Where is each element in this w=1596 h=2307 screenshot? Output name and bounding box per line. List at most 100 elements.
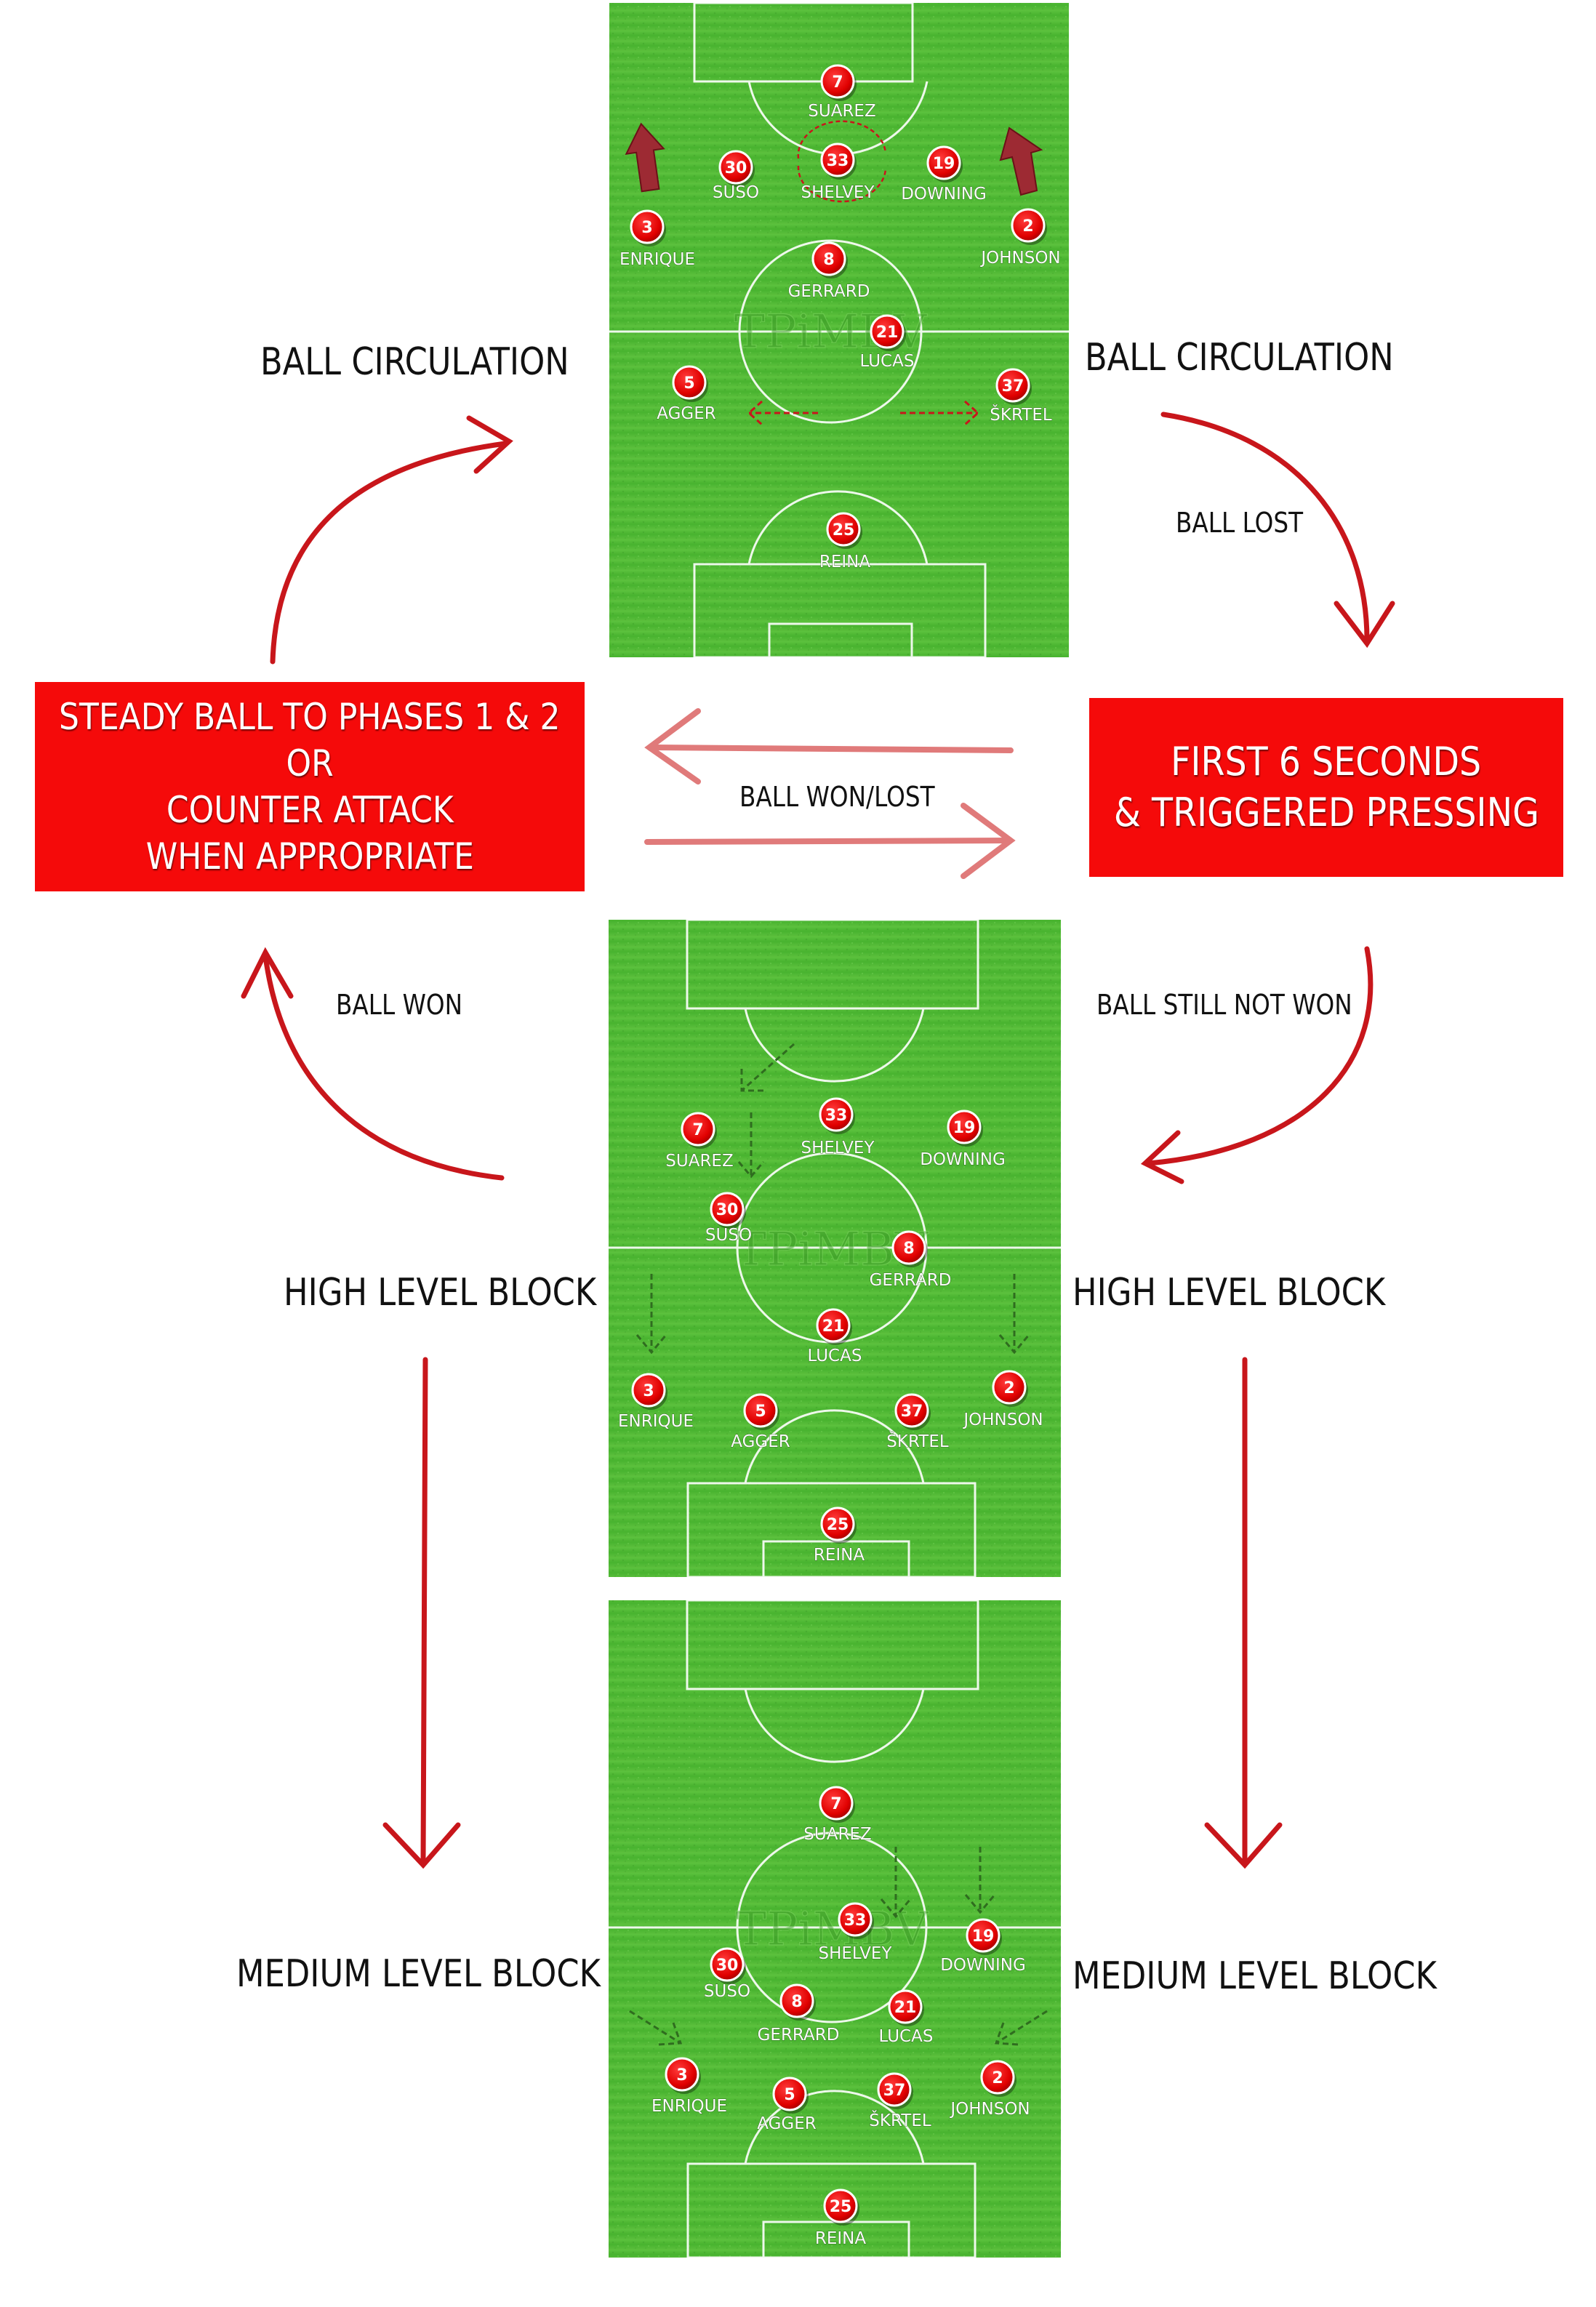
box-steady-line-1: STEADY BALL TO PHASES 1 & 2 xyxy=(59,696,561,738)
player-name: ŠKRTEL xyxy=(869,2110,931,2130)
label-ball-circulation-left: BALL CIRCULATION xyxy=(260,340,569,384)
player-name: SUSO xyxy=(713,183,759,202)
player-disc xyxy=(826,512,861,547)
player-number: 2 xyxy=(1003,1379,1014,1397)
player-name: SHELVEY xyxy=(818,1944,892,1963)
player-number: 3 xyxy=(676,2066,687,2085)
player-disc xyxy=(772,2077,807,2111)
player-disc xyxy=(630,209,665,244)
player-name: ENRIQUE xyxy=(619,250,695,269)
player-number: 19 xyxy=(953,1119,976,1137)
player-number: 7 xyxy=(832,73,843,92)
pitch-ball-circulation xyxy=(609,1,1069,659)
player-number: 37 xyxy=(901,1403,923,1421)
player-name: REINA xyxy=(819,553,871,571)
player-number: 21 xyxy=(894,1999,917,2017)
player-disc xyxy=(743,1393,778,1428)
player-disc xyxy=(811,241,846,276)
player-name: GERRARD xyxy=(788,282,870,301)
player-name: GERRARD xyxy=(870,1271,952,1290)
pitch3-pressing-arrows xyxy=(629,1847,1048,2046)
box-steady-line-3: COUNTER ATTACK xyxy=(166,789,454,831)
player-disc xyxy=(665,2057,699,2092)
player-number: 37 xyxy=(883,2082,906,2100)
player-name: SUAREZ xyxy=(665,1152,733,1171)
arrow-circulation-to-lost xyxy=(1160,412,1370,643)
player-disc xyxy=(894,1393,929,1428)
label-ball-won-lost: BALL WON/LOST xyxy=(739,781,935,813)
player-disc xyxy=(816,1308,851,1343)
player-number: 7 xyxy=(692,1121,703,1139)
player-name: DOWNING xyxy=(901,185,987,204)
label-ball-lost: BALL LOST xyxy=(1176,507,1304,539)
ball-won-lost-arrows xyxy=(644,708,1016,879)
player-disc xyxy=(681,1112,715,1147)
player-number: 21 xyxy=(822,1317,845,1336)
player-name: SUSO xyxy=(704,1982,750,2001)
player-disc xyxy=(718,150,753,185)
shelvey-rotation-arrow xyxy=(797,120,887,159)
player-name: AGGER xyxy=(757,2114,817,2133)
player-name: ŠKRTEL xyxy=(990,404,1052,425)
player-disc xyxy=(877,2072,912,2107)
player-number: 33 xyxy=(825,1107,848,1125)
agger-wide-arrow xyxy=(747,400,818,426)
player-disc xyxy=(819,1097,854,1132)
players-layer: 7SUAREZ30SUSO33SHELVEY19DOWNING3ENRIQUE2… xyxy=(618,64,1061,2248)
player-number: 3 xyxy=(643,1382,654,1400)
label-ball-circulation-right: BALL CIRCULATION xyxy=(1085,336,1394,380)
watermark-2: TPiMBV xyxy=(736,1223,930,1277)
player-disc xyxy=(838,1902,873,1937)
player-name: ENRIQUE xyxy=(651,2097,727,2116)
player-disc xyxy=(966,1918,1000,1953)
player-number: 8 xyxy=(791,1993,802,2011)
player-number: 30 xyxy=(725,159,747,177)
player-name: SUAREZ xyxy=(803,1825,871,1844)
player-name: JOHNSON xyxy=(979,249,1060,268)
player-disc xyxy=(820,64,855,99)
label-ball-still-not-won: BALL STILL NOT WON xyxy=(1096,989,1352,1021)
skrtel-wide-arrow xyxy=(900,400,980,426)
player-name: GERRARD xyxy=(758,2026,840,2045)
player-disc xyxy=(631,1373,666,1408)
pitch-high-level-block xyxy=(609,918,1061,1578)
player-disc xyxy=(819,1786,854,1821)
player-name: REINA xyxy=(815,2229,867,2248)
player-disc xyxy=(710,1192,745,1227)
pitch1-movement-arrows xyxy=(625,120,1043,426)
player-name: AGGER xyxy=(731,1432,790,1451)
arrow-ball-won-to-steady xyxy=(262,953,505,1181)
player-disc xyxy=(926,145,961,180)
player-number: 33 xyxy=(844,1911,867,1930)
box-steady-line-4: WHEN APPROPRIATE xyxy=(145,835,474,878)
player-name: ENRIQUE xyxy=(618,1412,694,1431)
box-steady-line-2: OR xyxy=(286,742,334,785)
player-number: 5 xyxy=(755,1403,766,1421)
label-medium-level-block-left: MEDIUM LEVEL BLOCK xyxy=(236,1952,601,1996)
player-name: JOHNSON xyxy=(949,2100,1030,2119)
player-disc xyxy=(891,1230,926,1265)
player-name: DOWNING xyxy=(920,1150,1006,1169)
player-number: 7 xyxy=(830,1795,841,1813)
player-name: AGGER xyxy=(657,404,716,423)
label-ball-won: BALL WON xyxy=(336,989,463,1021)
player-disc xyxy=(870,314,905,349)
